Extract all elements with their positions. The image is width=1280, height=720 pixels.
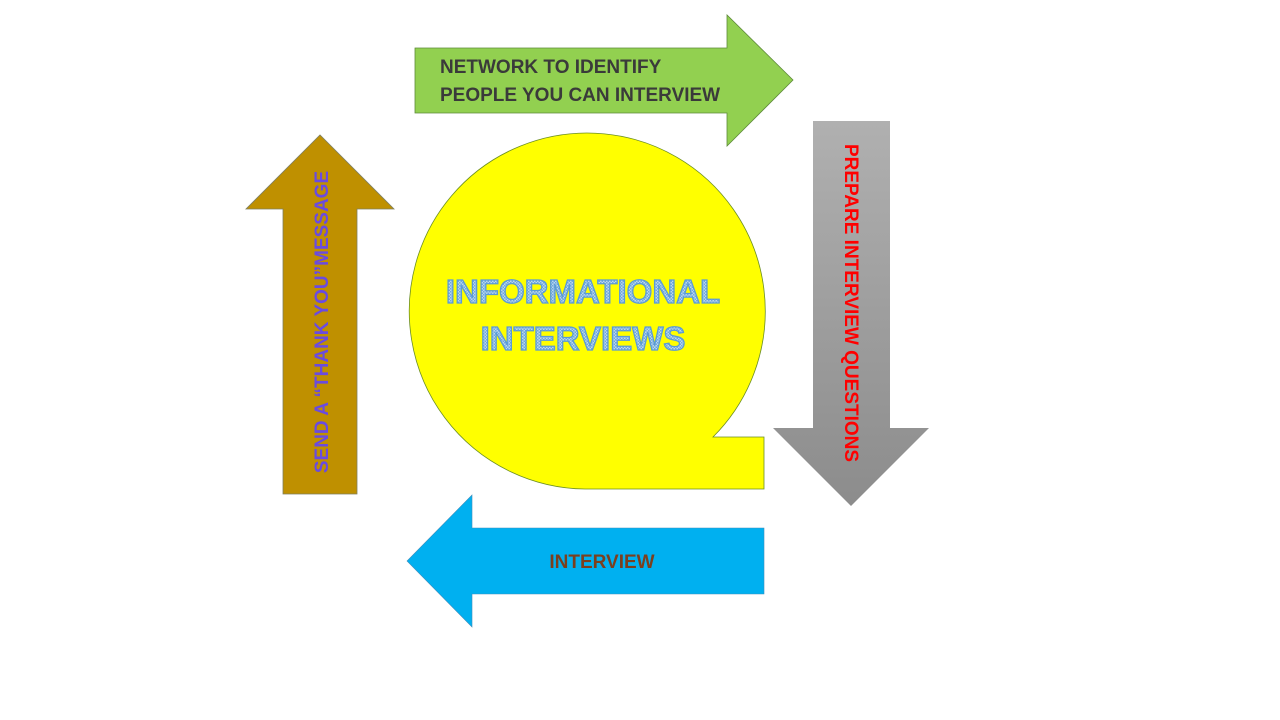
step-prepare-arrow: PREPARE INTERVIEW QUESTIONS <box>773 121 929 506</box>
down-arrow-shape <box>773 121 929 506</box>
right-arrow-shape <box>414 14 794 147</box>
step-prepare-label: PREPARE INTERVIEW QUESTIONS <box>840 144 861 462</box>
step-interview-arrow: INTERVIEW <box>406 494 765 628</box>
left-arrow-shape <box>406 494 765 628</box>
center-title-line-1: INFORMATIONAL <box>446 273 720 310</box>
up-arrow-shape <box>245 134 395 495</box>
center-title-line-2: INTERVIEWS <box>481 320 686 357</box>
step-thank-you-label: SEND A “THANK YOU”MESSAGE <box>312 171 333 473</box>
center-tape-shape <box>408 132 766 490</box>
step-network-label-line-1: NETWORK TO IDENTIFY <box>440 57 662 78</box>
step-interview-label: INTERVIEW <box>549 552 654 573</box>
step-network-arrow: NETWORK TO IDENTIFY PEOPLE YOU CAN INTER… <box>414 14 794 147</box>
step-thank-you-arrow: SEND A “THANK YOU”MESSAGE <box>245 134 395 495</box>
step-network-label-line-2: PEOPLE YOU CAN INTERVIEW <box>440 85 720 106</box>
center-shape: INFORMATIONAL INTERVIEWS <box>408 132 766 490</box>
